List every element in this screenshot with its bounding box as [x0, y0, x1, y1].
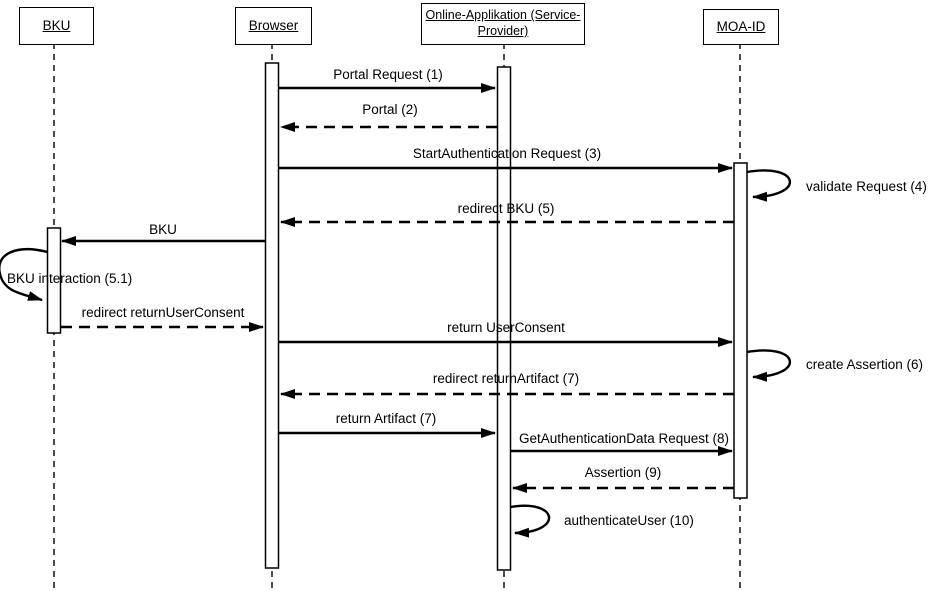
activation-bar-moa-id: [733, 162, 748, 499]
message-label-start-authentication-request: StartAuthentication Request (3): [412, 146, 602, 161]
message-label-validate-request: validate Request (4): [806, 179, 927, 194]
actor-box-moa-id: MOA-ID: [703, 9, 779, 45]
message-label-authenticate-user: authenticateUser (10): [564, 513, 694, 528]
message-label-assertion: Assertion (9): [584, 465, 662, 480]
actor-label-online-app: Online-Applikation (Service-Provider): [426, 8, 581, 39]
message-label-redirect-return-user-consent: redirect returnUserConsent: [81, 305, 245, 320]
message-label-bku: BKU: [149, 222, 177, 237]
message-label-redirect-return-artifact: redirect returnArtifact (7): [432, 371, 580, 386]
actor-label-bku: BKU: [42, 17, 71, 33]
actor-box-bku: BKU: [19, 7, 94, 45]
message-label-bku-interaction: BKU interaction (5.1): [7, 271, 133, 286]
activation-bar-bku: [46, 227, 62, 334]
self-loop-bku-interaction: [0, 248, 48, 302]
message-label-return-artifact: return Artifact (7): [335, 411, 437, 426]
message-label-portal-response: Portal (2): [362, 102, 418, 117]
self-loop-create-assertion: [746, 349, 791, 382]
actor-label-moa-id: MOA-ID: [716, 18, 766, 34]
message-label-create-assertion: create Assertion (6): [806, 357, 924, 372]
message-label-return-user-consent: return UserConsent: [447, 320, 565, 335]
activation-bar-online-app: [496, 66, 512, 571]
message-label-portal-request: Portal Request (1): [333, 67, 443, 82]
message-label-get-authentication-data-request: GetAuthenticationData Request (8): [518, 431, 730, 446]
self-loop-validate-request: [746, 169, 791, 202]
activation-bar-browser: [264, 62, 280, 569]
actor-label-online-app-line1: Online-Applikation (Service-: [425, 8, 581, 23]
actor-box-online-app: Online-Applikation (Service-Provider): [421, 3, 585, 45]
message-label-redirect-bku: redirect BKU (5): [457, 201, 555, 216]
self-loop-authenticate-user: [510, 504, 551, 538]
actor-box-browser: Browser: [235, 7, 312, 45]
actor-label-browser: Browser: [248, 17, 299, 33]
actor-label-online-app-line2: Provider): [477, 24, 529, 38]
